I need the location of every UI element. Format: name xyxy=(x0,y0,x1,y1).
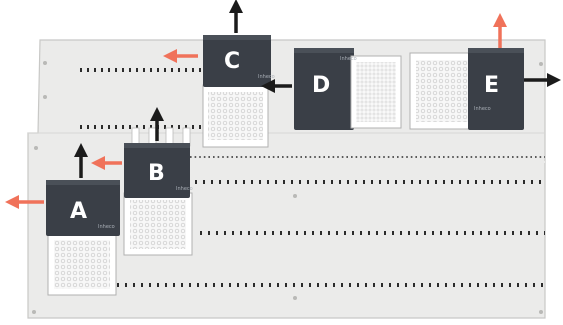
module-b: B Inheco xyxy=(123,143,193,256)
slot-rows xyxy=(80,68,545,287)
brand-label-a: Inheco xyxy=(98,224,115,230)
module-e: E Inheco xyxy=(409,48,524,130)
brand-label-b: Inheco xyxy=(176,186,193,192)
unit-label-b: B xyxy=(148,161,165,186)
brand-label-e: Inheco xyxy=(474,106,491,112)
brand-label-d: Inheco xyxy=(340,56,357,62)
module-a: A Inheco xyxy=(46,180,120,296)
unit-label-c: C xyxy=(224,49,240,74)
unit-label-a: A xyxy=(70,199,87,224)
module-c: C Inheco xyxy=(202,35,275,148)
unit-label-e: E xyxy=(484,73,499,98)
slot-comb xyxy=(190,156,545,163)
unit-label-d: D xyxy=(312,73,330,98)
brand-label-c: Inheco xyxy=(258,74,275,80)
direction-arrows xyxy=(4,0,561,209)
module-d: D Inheco xyxy=(294,48,402,130)
